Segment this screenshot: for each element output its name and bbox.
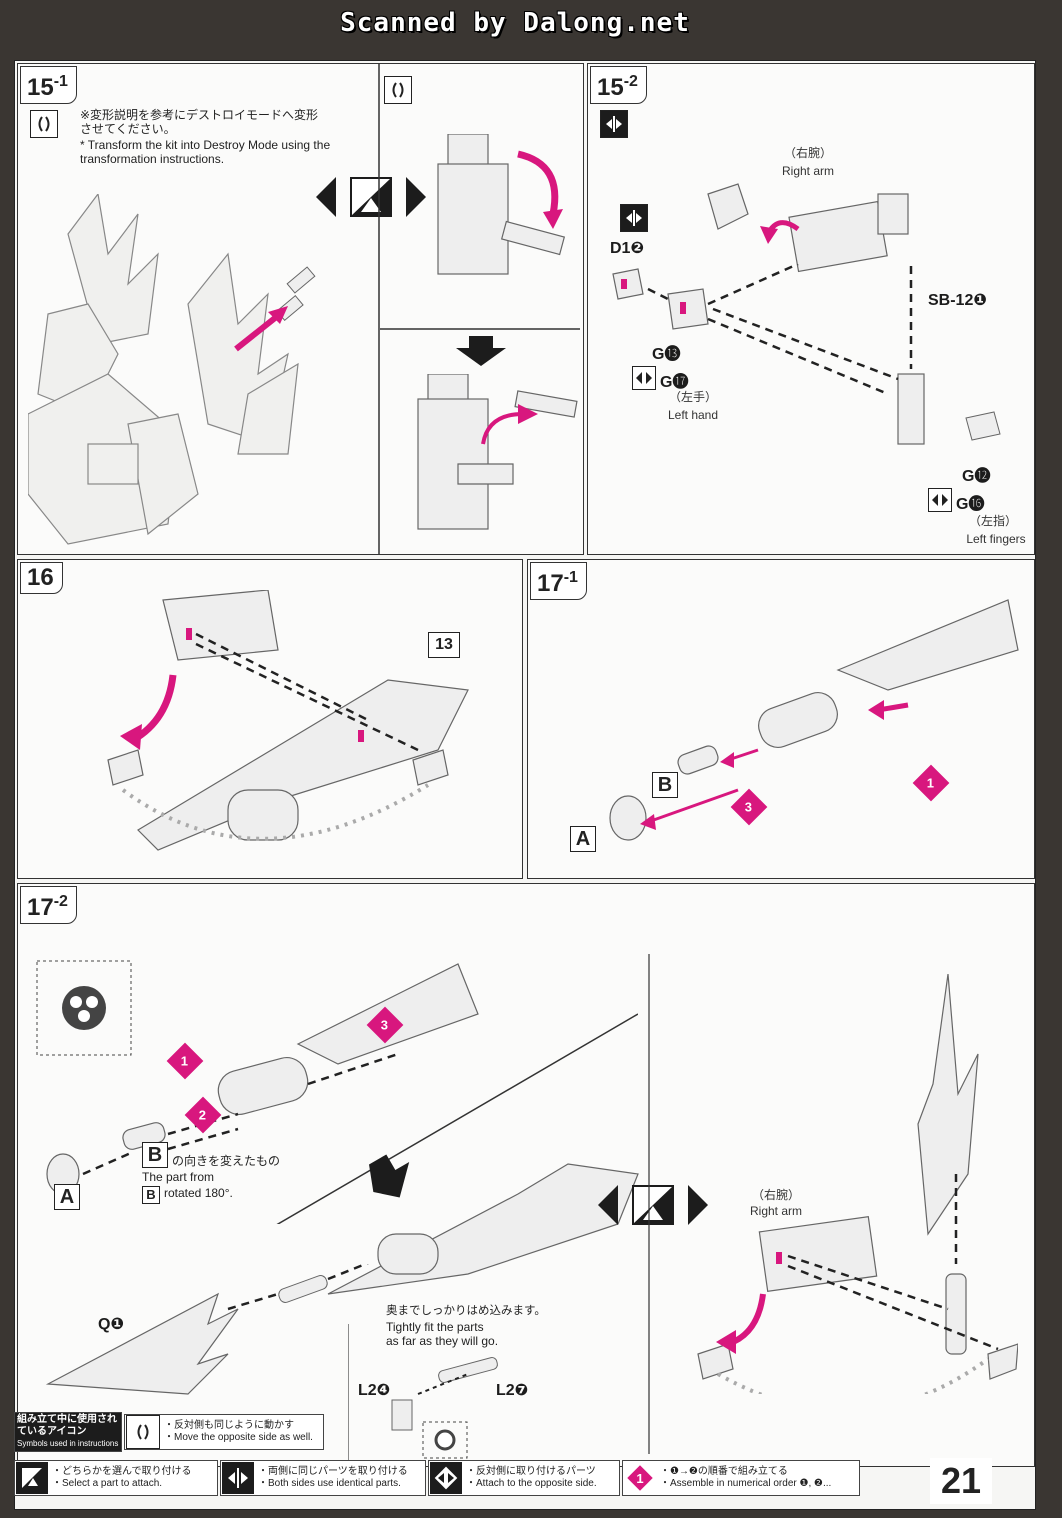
right-arm-label-jp-17-2: （右腕） (751, 1188, 800, 1202)
step-17-2-panel: 17-2 1 2 3 B の向きを変えたもの (17, 883, 1035, 1467)
step-separator-line (380, 328, 580, 330)
legend-both-sides: ・両側に同じパーツを取り付ける ・Both sides use identica… (220, 1460, 426, 1496)
move-opposite-legend-icon (126, 1415, 160, 1449)
move-opposite-icon-2 (384, 76, 412, 104)
step-15-1-label: 15-1 (20, 66, 77, 104)
right-arm-assembly-illustration (707, 183, 909, 273)
part-g13-label: G⓭ (652, 346, 681, 363)
legend-order-jp: ・❶→❷の順番で組み立てる (660, 1466, 788, 1477)
right-arm-fin-illustration (697, 974, 1018, 1394)
both-sides-legend-icon (222, 1462, 254, 1494)
b-reversed-note-en1: The part from (142, 1170, 215, 1184)
step-15-2-panel: 15-2 （右腕） Right arm D1❷ (587, 63, 1035, 555)
both-sides-icon (600, 110, 628, 138)
right-arm-label-en: Right arm (781, 164, 834, 178)
part-g12-label: G⓬ (962, 468, 991, 485)
legend-order-en: ・Assemble in numerical order ❶, ❷... (660, 1478, 832, 1489)
part-a-label: A (570, 826, 596, 852)
fit-note-jp: 奥までしっかりはめ込みます。 (386, 1305, 546, 1317)
legend-title-en: Symbols used in instructions (17, 1439, 119, 1448)
hand-parts-assembly (612, 264, 925, 445)
legend-move-opposite: ・反対側も同じように動かす ・Move the opposite side as… (124, 1414, 324, 1450)
fit-note-en1: Tightly fit the parts (386, 1320, 484, 1334)
step-16-label: 16 (20, 562, 63, 594)
legend-opposite-side: ・反対側に取り付けるパーツ ・Attach to the opposite si… (428, 1460, 620, 1496)
rear-view-detail-box (36, 960, 132, 1056)
step-17-1-panel: 17-1 A B 1 3 2 (527, 559, 1035, 879)
legend-opposite-side-en: ・Attach to the opposite side. (466, 1478, 597, 1489)
legend-title-jp: 組み立て中に使用されているアイコン (17, 1414, 117, 1437)
step-17-2-divider (648, 954, 650, 1454)
legend-select-jp: ・どちらかを選んで取り付ける (52, 1466, 192, 1477)
step-16-panel: 16 13 (17, 559, 523, 879)
transform-note-jp: ※変形説明を参考にデストロイモードへ変形させてください。 (80, 108, 319, 136)
step-17-1-label: 17-1 (530, 562, 587, 600)
opposite-side-icon (632, 366, 656, 390)
left-hand-label-en: Left hand (667, 408, 719, 422)
page-number: 21 (930, 1458, 992, 1504)
sb-12-1-label: SB-12❶ (928, 292, 987, 309)
fingers-part (965, 411, 1001, 441)
part-b-inline-label: B (142, 1186, 160, 1204)
order-legend-icon: 1 (624, 1462, 656, 1494)
both-sides-icon-d1 (620, 204, 648, 232)
opposite-side-icon-2 (928, 488, 952, 512)
legend-title-cell: 組み立て中に使用されているアイコン Symbols used in instru… (14, 1412, 122, 1452)
left-fingers-label-en: Left fingers (966, 532, 1026, 546)
part-b-label: B (652, 772, 678, 798)
part-g16-label: G⓰ (956, 496, 985, 513)
part-l2-7-label: L2❼ (496, 1382, 529, 1399)
select-part-arrows-17-2 (598, 1185, 708, 1225)
unicorn-destroy-mode-illustration (28, 194, 299, 545)
left-fingers-label-jp: （左指） (968, 514, 1017, 528)
part-b-label-17-2: B (142, 1142, 168, 1168)
fit-detail-box (348, 1324, 498, 1464)
arm-rotate-illustration (437, 134, 566, 275)
step-15-1-divider (378, 64, 380, 554)
select-legend-icon (16, 1462, 48, 1494)
part-g17-label: G⓱ (660, 374, 689, 391)
left-hand-label-jp: （左手） (668, 390, 717, 404)
step-17-1-illustration (609, 599, 1019, 841)
fit-note-en2: as far as they will go. (386, 1334, 499, 1348)
manual-page: 15-1 ※変形説明を参考にデストロイモードへ変形させてください。 * Tran… (14, 60, 1036, 1510)
beam-magnum-assembled (327, 1163, 639, 1295)
legend-assembly-order: 1 ・❶→❷の順番で組み立てる ・Assemble in numerical o… (622, 1460, 860, 1496)
right-arm-label-en-17-2: Right arm (749, 1204, 802, 1218)
right-arm-label-jp: （右腕） (783, 146, 832, 160)
part-q1-label: Q❶ (98, 1316, 124, 1333)
select-part-arrows (316, 177, 426, 217)
part-l2-4-label: L2❹ (358, 1382, 391, 1399)
legend-move-opposite-en: ・Move the opposite side as well. (164, 1432, 313, 1443)
down-arrow-17-2 (369, 1154, 410, 1198)
arm-result-illustration (417, 374, 578, 530)
step-15-2-label: 15-2 (590, 66, 647, 104)
transform-note-en: * Transform the kit into Destroy Mode us… (80, 138, 331, 166)
step-16-illustration (107, 590, 469, 851)
legend-both-sides-en: ・Both sides use identical parts. (258, 1478, 401, 1489)
step-ref-13: 13 (428, 632, 460, 658)
legend-select-part: ・どちらかを選んで取り付ける ・Select a part to attach. (14, 1460, 218, 1496)
part-pull-out-arrow (234, 266, 316, 352)
part-d1-2-label: D1❷ (610, 240, 644, 257)
step-15-1-panel: 15-1 ※変形説明を参考にデストロイモードへ変形させてください。 * Tran… (17, 63, 584, 555)
move-opposite-icon (30, 110, 58, 138)
q1-fin-and-parts (45, 1264, 369, 1395)
legend-select-en: ・Select a part to attach. (52, 1478, 163, 1489)
step-17-2-label: 17-2 (20, 886, 77, 924)
down-arrow (456, 336, 506, 366)
legend-both-sides-jp: ・両側に同じパーツを取り付ける (258, 1466, 408, 1477)
b-reversed-note-en2: rotated 180°. (164, 1186, 233, 1200)
scan-watermark: Scanned by Dalong.net (340, 8, 690, 38)
svg-text:1: 1 (636, 1471, 643, 1486)
b-reversed-note-jp: の向きを変えたもの (172, 1154, 281, 1168)
legend-move-opposite-jp: ・反対側も同じように動かす (164, 1420, 294, 1431)
part-a-label-17-2: A (54, 1184, 80, 1210)
opposite-side-legend-icon (430, 1462, 462, 1494)
legend-opposite-side-jp: ・反対側に取り付けるパーツ (466, 1466, 596, 1477)
